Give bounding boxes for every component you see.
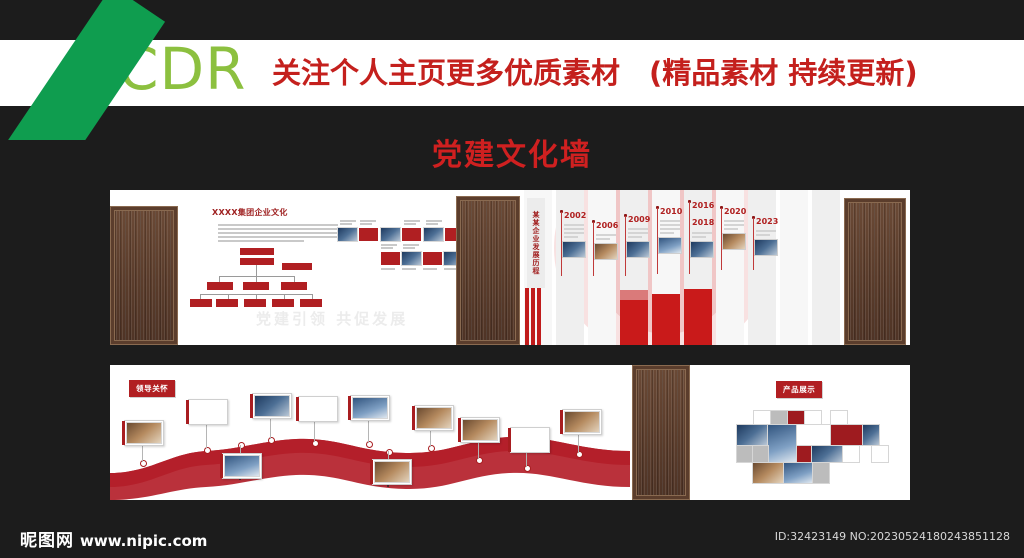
timeline-year: 2023 bbox=[756, 217, 779, 226]
product-photo-mosaic bbox=[732, 411, 892, 483]
footer-bar: 昵图网 www.nipic.com ID:32423149 NO:2023052… bbox=[0, 516, 1024, 558]
site-brand: 昵图网 www.nipic.com bbox=[20, 526, 207, 551]
brand-url: www.nipic.com bbox=[80, 532, 208, 550]
timeline-year: 2018 bbox=[692, 218, 715, 227]
door-upper-right bbox=[844, 198, 906, 345]
door-upper-middle bbox=[456, 196, 520, 345]
timeline-year: 2010 bbox=[660, 207, 683, 216]
timeline-year: 2020 bbox=[724, 207, 747, 216]
corporate-culture-panel: XXXX集团企业文化 bbox=[182, 190, 464, 345]
banner-content: CDR 关注个人主页更多优质素材 (精品素材 持续更新) bbox=[0, 40, 1024, 106]
product-display-panel: 产品展示 bbox=[694, 365, 910, 500]
lower-wall-board: 领导关怀 bbox=[110, 365, 910, 500]
timeline-title: 某某企业发展历程 bbox=[527, 198, 545, 288]
leader-care-panel: 领导关怀 bbox=[110, 365, 630, 500]
timeline-red-bars bbox=[525, 288, 547, 345]
asset-id-code: ID:32423149 NO:20230524180243851128 bbox=[774, 530, 1010, 543]
promo-text: 关注个人主页更多优质素材 (精品素材 持续更新) bbox=[272, 56, 918, 90]
page-title: 党建文化墙 bbox=[432, 138, 592, 173]
brand-name-cn: 昵图网 bbox=[20, 531, 74, 551]
top-banner: CDR 关注个人主页更多优质素材 (精品素材 持续更新) bbox=[0, 40, 1024, 106]
timeline-year: 2006 bbox=[596, 221, 619, 230]
culture-watermark: 党建引领 共促发展 bbox=[256, 310, 409, 328]
timeline-year: 2009 bbox=[628, 215, 651, 224]
upper-wall-board: XXXX集团企业文化 bbox=[110, 190, 910, 345]
cdr-logo: CDR bbox=[118, 40, 247, 103]
door-lower bbox=[632, 365, 690, 500]
development-timeline-panel: 某某企业发展历程 2002 bbox=[524, 190, 840, 345]
door-upper-left bbox=[110, 206, 178, 345]
leader-care-label: 领导关怀 bbox=[129, 380, 176, 397]
timeline-year: 2016 bbox=[692, 201, 715, 210]
timeline-year: 2002 bbox=[564, 211, 587, 220]
product-display-label: 产品展示 bbox=[776, 381, 823, 398]
culture-panel-title: XXXX集团企业文化 bbox=[212, 208, 288, 217]
